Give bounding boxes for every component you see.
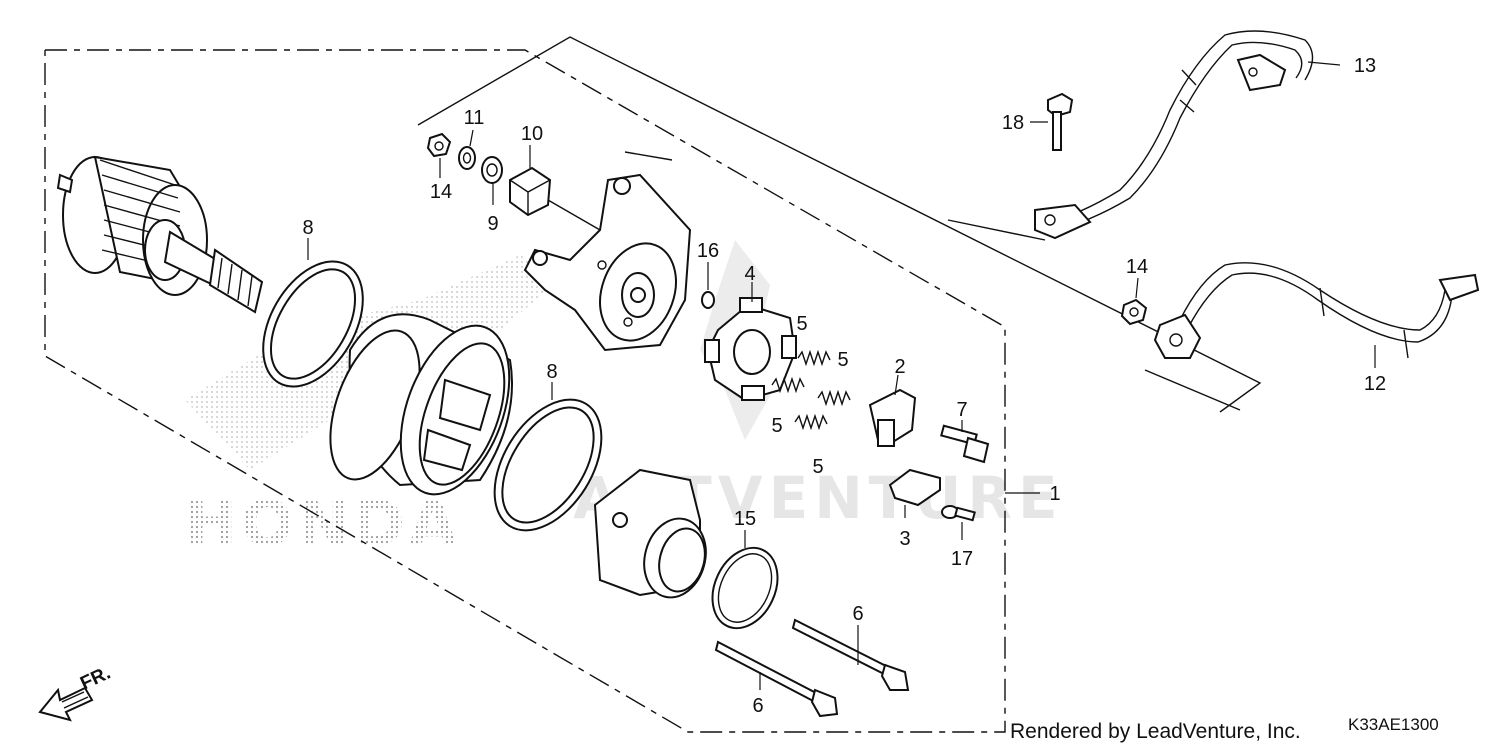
sub-assembly-outline [417,36,1262,413]
callout-8-left[interactable]: 8 [302,217,313,239]
callout-13[interactable]: 13 [1354,55,1376,77]
callout-8-right[interactable]: 8 [546,361,557,383]
bolt-6-upper [791,618,910,691]
callout-15[interactable]: 15 [734,508,756,530]
front-direction-marker: FR. [38,663,114,722]
nut-14-right [1120,298,1148,326]
front-arrow-icon [38,686,94,722]
brush-3 [888,468,941,507]
render-credit: Rendered by LeadVenture, Inc. [1010,720,1301,743]
motor-case [329,313,513,496]
callout-4[interactable]: 4 [744,263,755,285]
callout-11[interactable]: 11 [464,107,485,129]
callout-5-a[interactable]: 5 [796,313,807,335]
insulator-9 [481,156,503,184]
leader-lines [307,61,1376,690]
spring-5-d [794,413,828,431]
callout-17[interactable]: 17 [951,548,973,570]
screw-7 [940,424,990,464]
spring-5-a [797,349,831,367]
callout-16[interactable]: 16 [697,240,719,262]
brush-2 [868,388,917,447]
callout-12[interactable]: 12 [1364,373,1386,395]
starter-cable-12 [1153,262,1480,359]
callout-5-b[interactable]: 5 [837,349,848,371]
o-ring-8-left [262,260,364,388]
starter-cable-13 [1034,30,1314,240]
part-labels: 1 2 3 4 5 5 5 5 6 6 7 8 8 9 10 11 12 13 … [302,55,1386,717]
spring-5-b [771,376,805,394]
nut-14-top [426,132,452,158]
brush-holder-4 [704,297,797,402]
armature [56,155,264,314]
callout-7[interactable]: 7 [956,399,967,421]
callout-14-right[interactable]: 14 [1126,256,1148,278]
screw-17 [941,505,976,522]
callout-14-top[interactable]: 14 [430,181,452,203]
callout-6-upper[interactable]: 6 [852,603,863,625]
rear-cover [523,173,692,352]
washer-16 [701,291,715,309]
spring-5-c [817,389,851,407]
o-ring-15 [711,546,779,630]
callout-1[interactable]: 1 [1049,483,1060,505]
terminal-10 [509,166,601,231]
callout-6-lower[interactable]: 6 [752,695,763,717]
callout-9[interactable]: 9 [487,213,498,235]
callout-5-c[interactable]: 5 [771,415,782,437]
callout-3[interactable]: 3 [899,528,910,550]
assembly-boundary [44,49,1006,733]
callout-5-d[interactable]: 5 [812,456,823,478]
callout-18[interactable]: 18 [1002,112,1024,134]
front-cover [593,468,707,599]
o-ring-8-right [493,398,603,532]
washer-11 [458,146,476,170]
diagram-code: K33AE1300 [1348,715,1439,734]
bolt-6-lower [714,640,839,718]
callout-2[interactable]: 2 [894,356,905,378]
callout-10[interactable]: 10 [521,123,543,145]
svg-text:HONDA: HONDA [185,487,461,560]
bolt-18 [1047,92,1074,151]
